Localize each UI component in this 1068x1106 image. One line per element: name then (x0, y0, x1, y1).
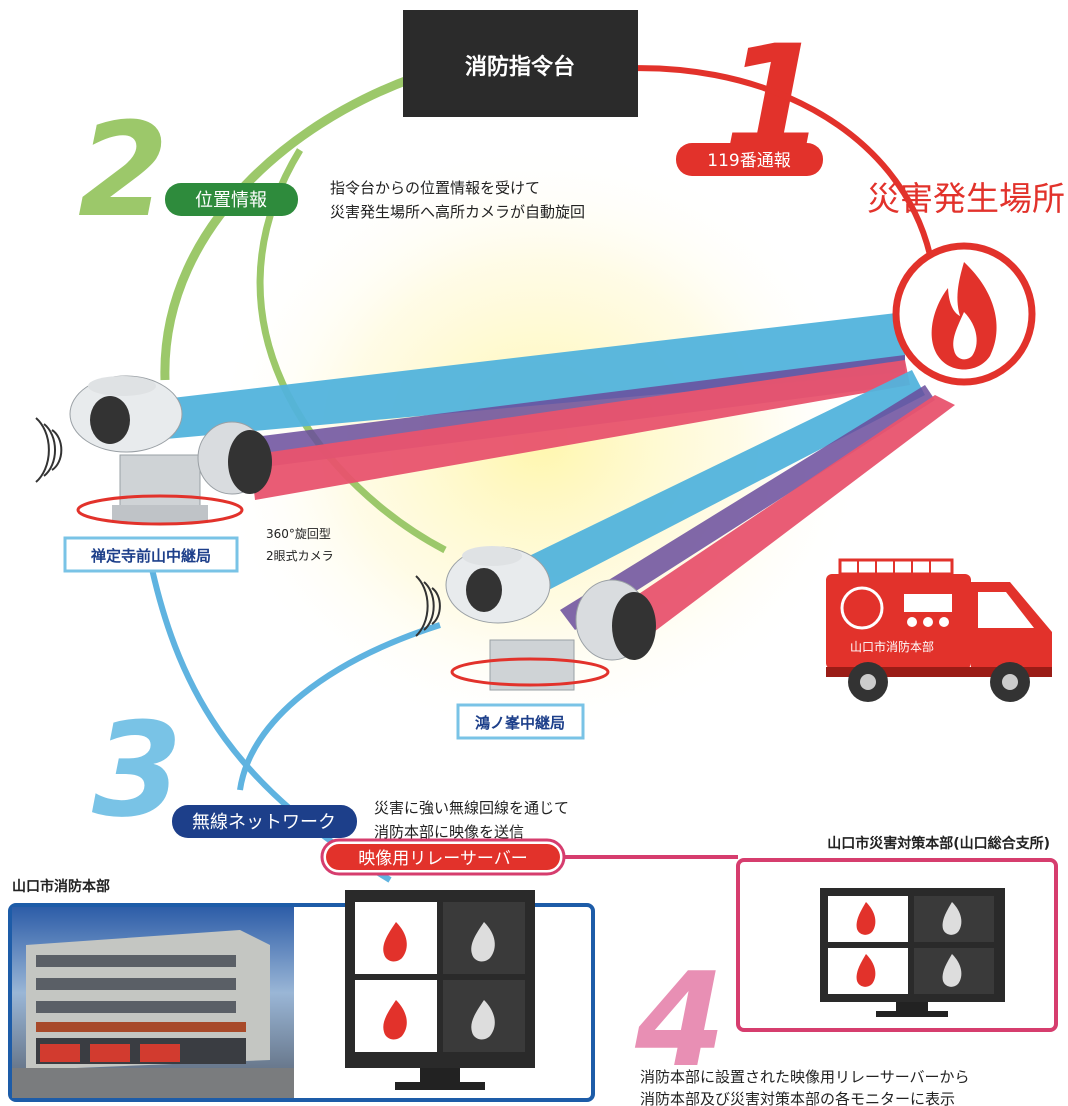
badge-location-info-label: 位置情報 (195, 190, 267, 211)
incident-site-label: 災害発生場所 (867, 179, 1065, 218)
flow-line-location-a (160, 63, 447, 381)
station-b-label-box (456, 703, 585, 740)
fire-icon (931, 262, 997, 370)
beam-station-b-mid (560, 385, 935, 630)
step-3-desc-line-1: 災害に強い無線回線を通じて (374, 799, 569, 817)
badge-wireless-network-label: 無線ネットワーク (192, 812, 336, 833)
fire-truck-icon (826, 558, 1052, 702)
fire-hq-title: 山口市消防本部 (12, 878, 110, 895)
station-a-label-box (63, 536, 239, 573)
badge-119-call (676, 143, 823, 176)
camera-note-line-1: 360°旋回型 (266, 527, 331, 541)
command-center-label: 消防指令台 (465, 54, 575, 80)
badge-relay-server-label: 映像用リレーサーバー (358, 849, 528, 869)
flow-line-119-call (599, 65, 933, 256)
command-center-box (403, 10, 638, 117)
monitor-fire-hq (345, 890, 535, 1090)
camera-station-a (35, 375, 272, 526)
camera-station-b (415, 546, 656, 691)
beam-station-a-lower (250, 360, 910, 500)
step-3-number: 3 (92, 694, 182, 846)
step-4-desc-line-1: 消防本部に設置された映像用リレーサーバーから (640, 1068, 970, 1086)
badge-119-call-label: 119番通報 (707, 151, 790, 171)
step-2-desc-line-2: 災害発生場所へ高所カメラが自動旋回 (330, 203, 585, 221)
disaster-hq-title: 山口市災害対策本部(山口総合支所) (827, 835, 1050, 852)
badge-wireless-network (172, 805, 357, 838)
beam-station-b-lower (600, 395, 955, 650)
badge-location-info (165, 183, 298, 216)
beam-station-b-upper (490, 370, 925, 610)
step-4-number: 4 (634, 944, 725, 1096)
beam-station-a-upper (155, 312, 905, 440)
step-3-desc-line-2: 消防本部に映像を送信 (374, 823, 524, 841)
monitor-disaster-hq (820, 888, 1005, 1017)
camera-note-line-2: 2眼式カメラ (266, 549, 334, 563)
station-a-label: 禅定寺前山中継局 (90, 547, 211, 565)
fire-hq-building-photo (12, 907, 294, 1098)
step-2-number: 2 (78, 94, 168, 246)
step-4-desc-line-2: 消防本部及び災害対策本部の各モニターに表示 (640, 1090, 955, 1106)
badge-relay-server-fill (326, 844, 560, 870)
flow-line-wireless-b (237, 622, 441, 791)
step-2-desc-line-1: 指令台からの位置情報を受けて (330, 179, 540, 197)
station-b-label: 鴻ノ峯中継局 (475, 714, 565, 732)
fire-truck-label: 山口市消防本部 (850, 639, 934, 654)
